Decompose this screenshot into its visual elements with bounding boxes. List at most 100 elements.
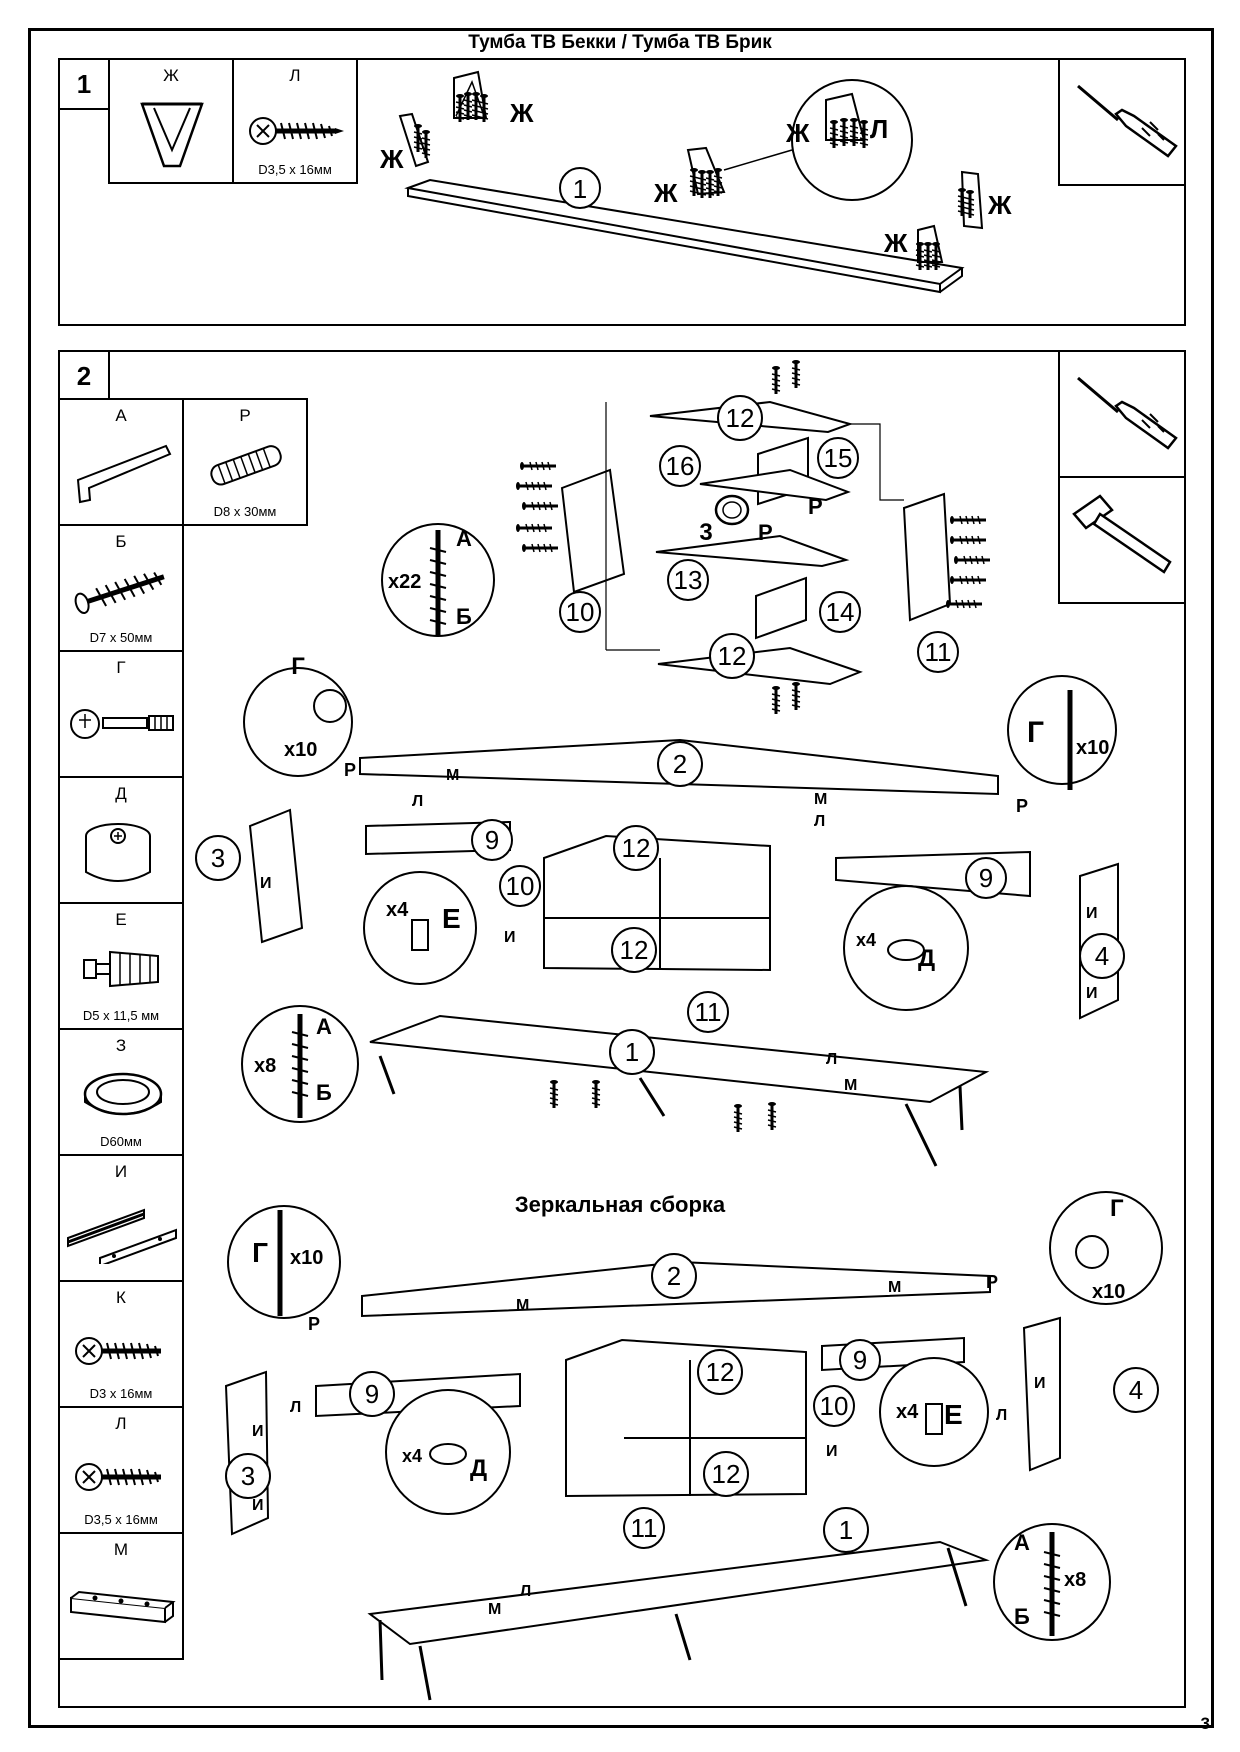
callout-label: 16 bbox=[666, 451, 695, 481]
detail-circle-g bbox=[1007, 675, 1117, 785]
callout-label: Л bbox=[826, 1051, 837, 1068]
part-letter: А bbox=[115, 406, 127, 425]
tool-hammer-box bbox=[1058, 476, 1186, 604]
part-cell-l2: Л D3,5 х 16мм bbox=[58, 1406, 184, 1534]
part-cell-zh: Ж bbox=[108, 58, 234, 184]
bracket-icon bbox=[70, 1590, 176, 1624]
part-letter: К bbox=[116, 1288, 126, 1307]
callout-label: И bbox=[1034, 1375, 1046, 1392]
callout-label: Л bbox=[412, 793, 423, 810]
callout-label: М bbox=[446, 767, 459, 784]
callout-label: 12 bbox=[620, 935, 649, 965]
callout-label: 9 bbox=[853, 1345, 867, 1375]
page-frame bbox=[28, 28, 1214, 1728]
part-size: D60мм bbox=[100, 1134, 142, 1149]
callout-label: И bbox=[1086, 905, 1098, 922]
part-cell-b: Б D7 х 50мм bbox=[58, 524, 184, 652]
callout-label: М bbox=[814, 791, 827, 808]
part-cell-g: Г bbox=[58, 650, 184, 778]
part-cell-i: И bbox=[58, 1154, 184, 1282]
callout-label: x4 bbox=[402, 1446, 422, 1466]
part-size: D7 х 50мм bbox=[89, 630, 153, 645]
part-size: D3,5 х 16мм bbox=[84, 1512, 158, 1527]
callout-label: x10 bbox=[284, 739, 317, 761]
callout-label: Г bbox=[291, 653, 305, 680]
callout-label: Л bbox=[520, 1583, 531, 1600]
callout-label: 11 bbox=[695, 997, 722, 1027]
panel-14 bbox=[755, 576, 807, 640]
tool-screwdriver-box bbox=[1058, 58, 1186, 186]
middle-assembly: 2 3 9 12 10 12 11 9 4 1 Г x10 Г x10 x4 Е… bbox=[195, 653, 1125, 1167]
cam-lock-icon bbox=[85, 823, 151, 882]
callout-label: Р bbox=[986, 1272, 998, 1292]
callout-label: 11 bbox=[631, 1513, 658, 1543]
top-explode: 12 15 16 3 Р Р 13 10 14 12 11 А Б x22 bbox=[381, 358, 992, 716]
callout-label: Г bbox=[252, 1237, 268, 1268]
callout-label: Р bbox=[308, 1314, 320, 1334]
grommet-icon bbox=[83, 1072, 163, 1116]
step-1-panel: 1 bbox=[58, 58, 1186, 326]
callout-label: А bbox=[316, 1014, 332, 1039]
part-size: D8 х 30мм bbox=[213, 504, 277, 519]
part-letter: Г bbox=[116, 658, 126, 677]
callout-label: А bbox=[1014, 1530, 1030, 1555]
callout-label: Д bbox=[470, 1455, 487, 1482]
mirror-assembly-label: Зеркальная сборка bbox=[514, 1192, 726, 1217]
callout-label: И bbox=[1086, 985, 1098, 1002]
callout-label: 3 bbox=[699, 519, 712, 546]
callout-label: x4 bbox=[896, 1401, 919, 1423]
part-cell-d: Д bbox=[58, 776, 184, 904]
part-letter: Б bbox=[115, 532, 127, 551]
detail-circle-g bbox=[227, 1205, 341, 1319]
callout-label: Р bbox=[1016, 796, 1028, 816]
page-title: Тумба ТВ Бекки / Тумба ТВ Брик bbox=[468, 32, 772, 53]
panel-11 bbox=[902, 492, 952, 622]
callout-label: И bbox=[252, 1497, 264, 1514]
callout-label: x22 bbox=[388, 571, 421, 593]
tool-screwdriver-box bbox=[1058, 350, 1186, 478]
callout-label: x8 bbox=[1064, 1569, 1086, 1591]
callout-label: 1 bbox=[573, 174, 587, 204]
part-size: D3,5 х 16мм bbox=[258, 162, 332, 177]
part-letter: Р bbox=[239, 406, 251, 425]
callout-label: 9 bbox=[365, 1379, 379, 1409]
callout-label: 1 bbox=[839, 1515, 853, 1545]
dowel-icon bbox=[210, 445, 282, 486]
callout-label: Б bbox=[316, 1080, 332, 1105]
hex-key-icon bbox=[76, 444, 172, 504]
part-letter: Л bbox=[115, 1414, 127, 1433]
part-letter: Ж bbox=[163, 66, 179, 85]
cam-connector-icon bbox=[70, 709, 174, 739]
callout-label: И bbox=[504, 929, 516, 946]
callout-label: Р bbox=[808, 494, 823, 519]
step1-board bbox=[404, 178, 965, 294]
part-cell-k: К D3 х 16мм bbox=[58, 1280, 184, 1408]
callout-label: Л bbox=[814, 813, 825, 830]
callout-label: Ж bbox=[883, 228, 908, 258]
part-cell-m: М bbox=[58, 1532, 184, 1660]
callout-label: Ж bbox=[785, 118, 810, 148]
callout-label: x10 bbox=[1076, 737, 1109, 759]
panel-13 bbox=[655, 534, 850, 568]
callout-label: x4 bbox=[386, 899, 409, 921]
callout-label: Д bbox=[918, 945, 935, 972]
part-size: D5 х 11,5 мм bbox=[82, 1008, 160, 1023]
callout-label: Л bbox=[870, 114, 888, 144]
callout-label: М bbox=[488, 1601, 501, 1618]
part-size: D3 х 16мм bbox=[89, 1386, 153, 1401]
part-letter: И bbox=[114, 1162, 128, 1181]
step1-leg bbox=[398, 112, 430, 168]
callout-label: 12 bbox=[726, 403, 755, 433]
center-module bbox=[565, 1338, 807, 1498]
panel-1-base bbox=[369, 1014, 990, 1104]
callout-label: Р bbox=[758, 520, 773, 545]
panel-10 bbox=[560, 468, 626, 594]
part-letter: Л bbox=[289, 66, 301, 85]
part-letter: Е bbox=[115, 910, 127, 929]
callout-label: Г bbox=[1027, 716, 1044, 749]
callout-label: И bbox=[826, 1443, 838, 1460]
center-module bbox=[543, 834, 771, 972]
callout-label: М bbox=[888, 1279, 901, 1296]
callout-label: 9 bbox=[979, 863, 993, 893]
callout-label: И bbox=[252, 1423, 264, 1440]
